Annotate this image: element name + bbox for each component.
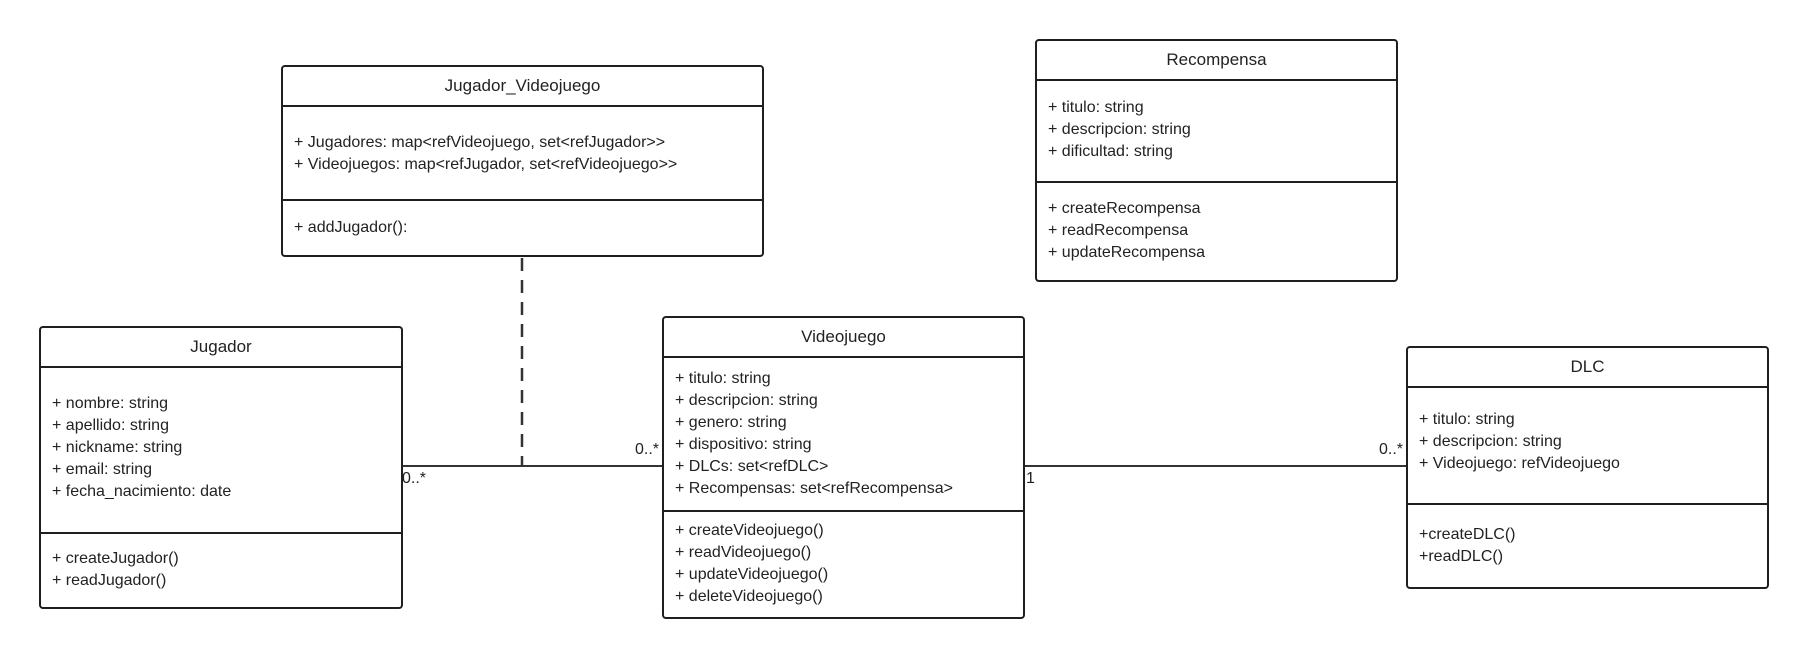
attribute: + descripcion: string	[1419, 433, 1562, 450]
attribute: + descripcion: string	[675, 392, 818, 409]
attribute: + apellido: string	[52, 417, 169, 434]
methods-section: + addJugador():	[283, 201, 762, 239]
class-recompensa[interactable]: Recompensa + titulo: string + descripcio…	[1035, 39, 1398, 282]
class-name: Recompensa	[1037, 41, 1396, 81]
method: + readJugador()	[52, 572, 167, 589]
method: + readVideojuego()	[675, 544, 812, 561]
class-jugador[interactable]: Jugador + nombre: string + apellido: str…	[39, 326, 403, 609]
attributes-section: + Jugadores: map<refVideojuego, set<refJ…	[283, 107, 762, 201]
method: +readDLC()	[1419, 548, 1504, 565]
class-videojuego[interactable]: Videojuego + titulo: string + descripcio…	[662, 316, 1025, 619]
attributes-section: + titulo: string + descripcion: string +…	[1408, 388, 1767, 505]
class-name: DLC	[1408, 348, 1767, 388]
method: + readRecompensa	[1048, 222, 1189, 239]
methods-section: + createRecompensa + readRecompensa + up…	[1037, 183, 1396, 264]
method: + createRecompensa	[1048, 200, 1201, 217]
method: + updateRecompensa	[1048, 244, 1205, 261]
class-name: Videojuego	[664, 318, 1023, 358]
class-name: Jugador	[41, 328, 401, 368]
methods-section: + createJugador() + readJugador()	[41, 534, 401, 592]
class-dlc[interactable]: DLC + titulo: string + descripcion: stri…	[1406, 346, 1769, 589]
attribute: + email: string	[52, 461, 153, 478]
attribute: + titulo: string	[675, 370, 771, 387]
methods-section: + createVideojuego() + readVideojuego() …	[664, 512, 1023, 608]
method: + addJugador():	[294, 219, 408, 236]
attribute: + Videojuegos: map<refJugador, set<refVi…	[294, 156, 678, 173]
class-name: Jugador_Videojuego	[283, 67, 762, 107]
attribute: + titulo: string	[1419, 411, 1515, 428]
attribute: + Recompensas: set<refRecompensa>	[675, 480, 953, 497]
method: + createVideojuego()	[675, 522, 824, 539]
class-jugador-videojuego[interactable]: Jugador_Videojuego + Jugadores: map<refV…	[281, 65, 764, 257]
attributes-section: + titulo: string + descripcion: string +…	[664, 358, 1023, 512]
method: + createJugador()	[52, 550, 179, 567]
method: + updateVideojuego()	[675, 566, 829, 583]
multiplicity-videojuego-end-jugador: 0..*	[635, 441, 660, 458]
attribute: + Jugadores: map<refVideojuego, set<refJ…	[294, 134, 666, 151]
methods-section: +createDLC() +readDLC()	[1408, 505, 1767, 568]
multiplicity-videojuego-end-dlc: 1	[1026, 470, 1035, 487]
attribute: + genero: string	[675, 414, 787, 431]
attribute: + titulo: string	[1048, 99, 1144, 116]
multiplicity-jugador-end: 0..*	[402, 470, 427, 487]
attribute: + Videojuego: refVideojuego	[1419, 455, 1620, 472]
attribute: + dificultad: string	[1048, 143, 1173, 160]
attribute: + DLCs: set<refDLC>	[675, 458, 829, 475]
attribute: + nombre: string	[52, 395, 169, 412]
attributes-section: + titulo: string + descripcion: string +…	[1037, 81, 1396, 183]
method: +createDLC()	[1419, 526, 1516, 543]
attribute: + descripcion: string	[1048, 121, 1191, 138]
attribute: + nickname: string	[52, 439, 183, 456]
multiplicity-dlc-end: 0..*	[1379, 441, 1404, 458]
attribute: + fecha_nacimiento: date	[52, 483, 232, 500]
attributes-section: + nombre: string + apellido: string + ni…	[41, 368, 401, 534]
method: + deleteVideojuego()	[675, 588, 823, 605]
attribute: + dispositivo: string	[675, 436, 812, 453]
